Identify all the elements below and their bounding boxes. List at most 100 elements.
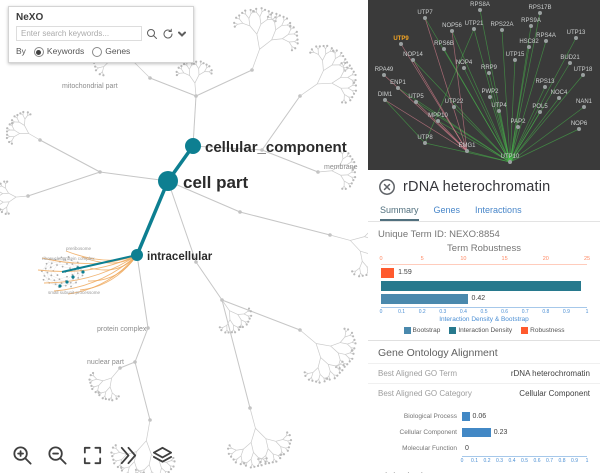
close-icon[interactable] (378, 178, 396, 196)
network-node-NOP4[interactable] (462, 66, 466, 70)
network-node-RRP9[interactable] (487, 71, 491, 75)
network-node-POL5[interactable] (538, 110, 542, 114)
network-label-UTP9[interactable]: UTP9 (393, 36, 409, 42)
network-label-HSC82[interactable]: HSC82 (519, 39, 539, 45)
zoom-out-button[interactable] (45, 443, 70, 468)
radio-keywords[interactable]: Keywords (33, 46, 84, 57)
network-node-PWP2[interactable] (488, 95, 492, 99)
network-label-NOP6[interactable]: NOP6 (571, 121, 588, 127)
tab-interactions[interactable]: Interactions (475, 205, 522, 215)
node-label-nuclear-part[interactable]: nuclear part (87, 359, 124, 366)
network-node-UTP4[interactable] (497, 109, 501, 113)
network-node-UTP18[interactable] (581, 73, 585, 77)
network-node-RPS4A[interactable] (544, 39, 548, 43)
network-node-NAN1[interactable] (582, 105, 586, 109)
network-label-RPS13[interactable]: RPS13 (535, 79, 555, 85)
network-label-RPS8A[interactable]: RPS8A (470, 2, 490, 8)
chevron-down-icon[interactable] (178, 30, 186, 38)
network-node-RPS22A[interactable] (500, 28, 504, 32)
network-node-NOP56[interactable] (450, 29, 454, 33)
network-label-RPS6B[interactable]: RPS6B (434, 41, 454, 47)
network-label-RPS22A[interactable]: RPS22A (490, 22, 513, 28)
network-node-RPS8A[interactable] (478, 8, 482, 12)
zoom-in-button[interactable] (10, 443, 35, 468)
network-label-UTP10[interactable]: UTP10 (501, 154, 520, 160)
search-input[interactable] (16, 26, 142, 41)
reset-icon[interactable] (162, 28, 174, 40)
network-label-UTP8[interactable]: UTP8 (417, 135, 433, 141)
network-label-RPA49[interactable]: RPA49 (375, 67, 394, 73)
network-label-NAN1[interactable]: NAN1 (576, 99, 593, 105)
network-node-MPP10[interactable] (436, 119, 440, 123)
network-node-RPS13[interactable] (543, 85, 547, 89)
ontology-tree-canvas[interactable]: cellular_component cell part intracellul… (0, 0, 368, 473)
cluster-label-ribonucleoprotein-complex[interactable]: ribonucleoprotein complex (42, 256, 95, 261)
node-intracellular[interactable] (131, 249, 143, 261)
network-node-PAP2[interactable] (516, 125, 520, 129)
ontology-tree-svg[interactable]: cellular_component cell part intracellul… (0, 0, 368, 473)
radio-keywords-circle[interactable] (33, 47, 44, 57)
network-label-DIM1[interactable]: DIM1 (378, 92, 393, 98)
network-node-UTP15[interactable] (513, 58, 517, 62)
node-label-membrane[interactable]: membrane (324, 164, 358, 171)
network-node-UTP21[interactable] (472, 27, 476, 31)
node-label-cell-part[interactable]: cell part (183, 173, 249, 192)
network-label-RPS17B[interactable]: RPS17B (528, 5, 551, 11)
network-node-DIM1[interactable] (383, 98, 387, 102)
search-icon[interactable] (146, 28, 158, 40)
network-label-UTP13[interactable]: UTP13 (567, 30, 586, 36)
network-label-PAP2[interactable]: PAP2 (511, 119, 527, 125)
network-node-ENP1[interactable] (396, 86, 400, 90)
layers-button[interactable] (150, 443, 175, 468)
network-label-NOC4[interactable]: NOC4 (551, 90, 568, 96)
network-node-EMG1[interactable] (465, 149, 469, 153)
network-label-PWP2[interactable]: PWP2 (481, 89, 499, 95)
network-node-BUD21[interactable] (568, 61, 572, 65)
network-label-NOP4[interactable]: NOP4 (456, 60, 473, 66)
network-label-UTP22[interactable]: UTP22 (445, 99, 464, 105)
network-label-ENP1[interactable]: ENP1 (390, 80, 406, 86)
network-label-EMG1[interactable]: EMG1 (458, 143, 476, 149)
network-node-RPS9A[interactable] (529, 24, 533, 28)
network-node-HSC82[interactable] (527, 45, 531, 49)
network-label-UTP5[interactable]: UTP5 (408, 94, 424, 100)
network-label-RPS9A[interactable]: RPS9A (521, 18, 541, 24)
network-node-NOC4[interactable] (557, 96, 561, 100)
node-label-intracellular[interactable]: intracellular (147, 251, 213, 263)
cluster-label-preribosome[interactable]: preribosome (66, 246, 92, 251)
network-node-UTP7[interactable] (423, 16, 427, 20)
network-label-UTP15[interactable]: UTP15 (506, 52, 525, 58)
network-label-UTP18[interactable]: UTP18 (574, 67, 593, 73)
network-label-NOP14[interactable]: NOP14 (403, 52, 423, 58)
fit-to-screen-button[interactable] (80, 443, 105, 468)
network-node-RPS6B[interactable] (442, 47, 446, 51)
network-node-UTP5[interactable] (414, 100, 418, 104)
network-label-BUD21[interactable]: BUD21 (560, 55, 580, 61)
network-node-RPA49[interactable] (382, 73, 386, 77)
network-label-RRP9[interactable]: RRP9 (481, 65, 498, 71)
network-node-UTP13[interactable] (574, 36, 578, 40)
network-label-UTP4[interactable]: UTP4 (491, 103, 507, 109)
radio-genes[interactable]: Genes (92, 46, 130, 57)
network-label-UTP21[interactable]: UTP21 (465, 21, 484, 27)
network-node-UTP10[interactable] (508, 160, 512, 164)
tab-genes[interactable]: Genes (433, 205, 461, 215)
network-label-MPP10[interactable]: MPP10 (428, 113, 448, 119)
cluster-label-small-subunit-processome[interactable]: small subunit processome (48, 290, 101, 295)
expand-all-button[interactable] (115, 443, 140, 468)
network-node-UTP22[interactable] (452, 105, 456, 109)
network-label-POL5[interactable]: POL5 (532, 104, 548, 110)
network-label-RPS4A[interactable]: RPS4A (536, 33, 556, 39)
node-cellular-component[interactable] (185, 138, 201, 154)
network-label-NOP56[interactable]: NOP56 (442, 23, 462, 29)
node-cell-part[interactable] (158, 171, 178, 191)
network-node-UTP9[interactable] (399, 42, 403, 46)
tab-summary[interactable]: Summary (380, 202, 419, 221)
network-node-UTP8[interactable] (423, 141, 427, 145)
network-node-NOP14[interactable] (411, 58, 415, 62)
network-node-RPS17B[interactable] (538, 11, 542, 15)
node-label-protein-complex[interactable]: protein complex (97, 326, 147, 333)
radio-genes-circle[interactable] (92, 47, 103, 57)
